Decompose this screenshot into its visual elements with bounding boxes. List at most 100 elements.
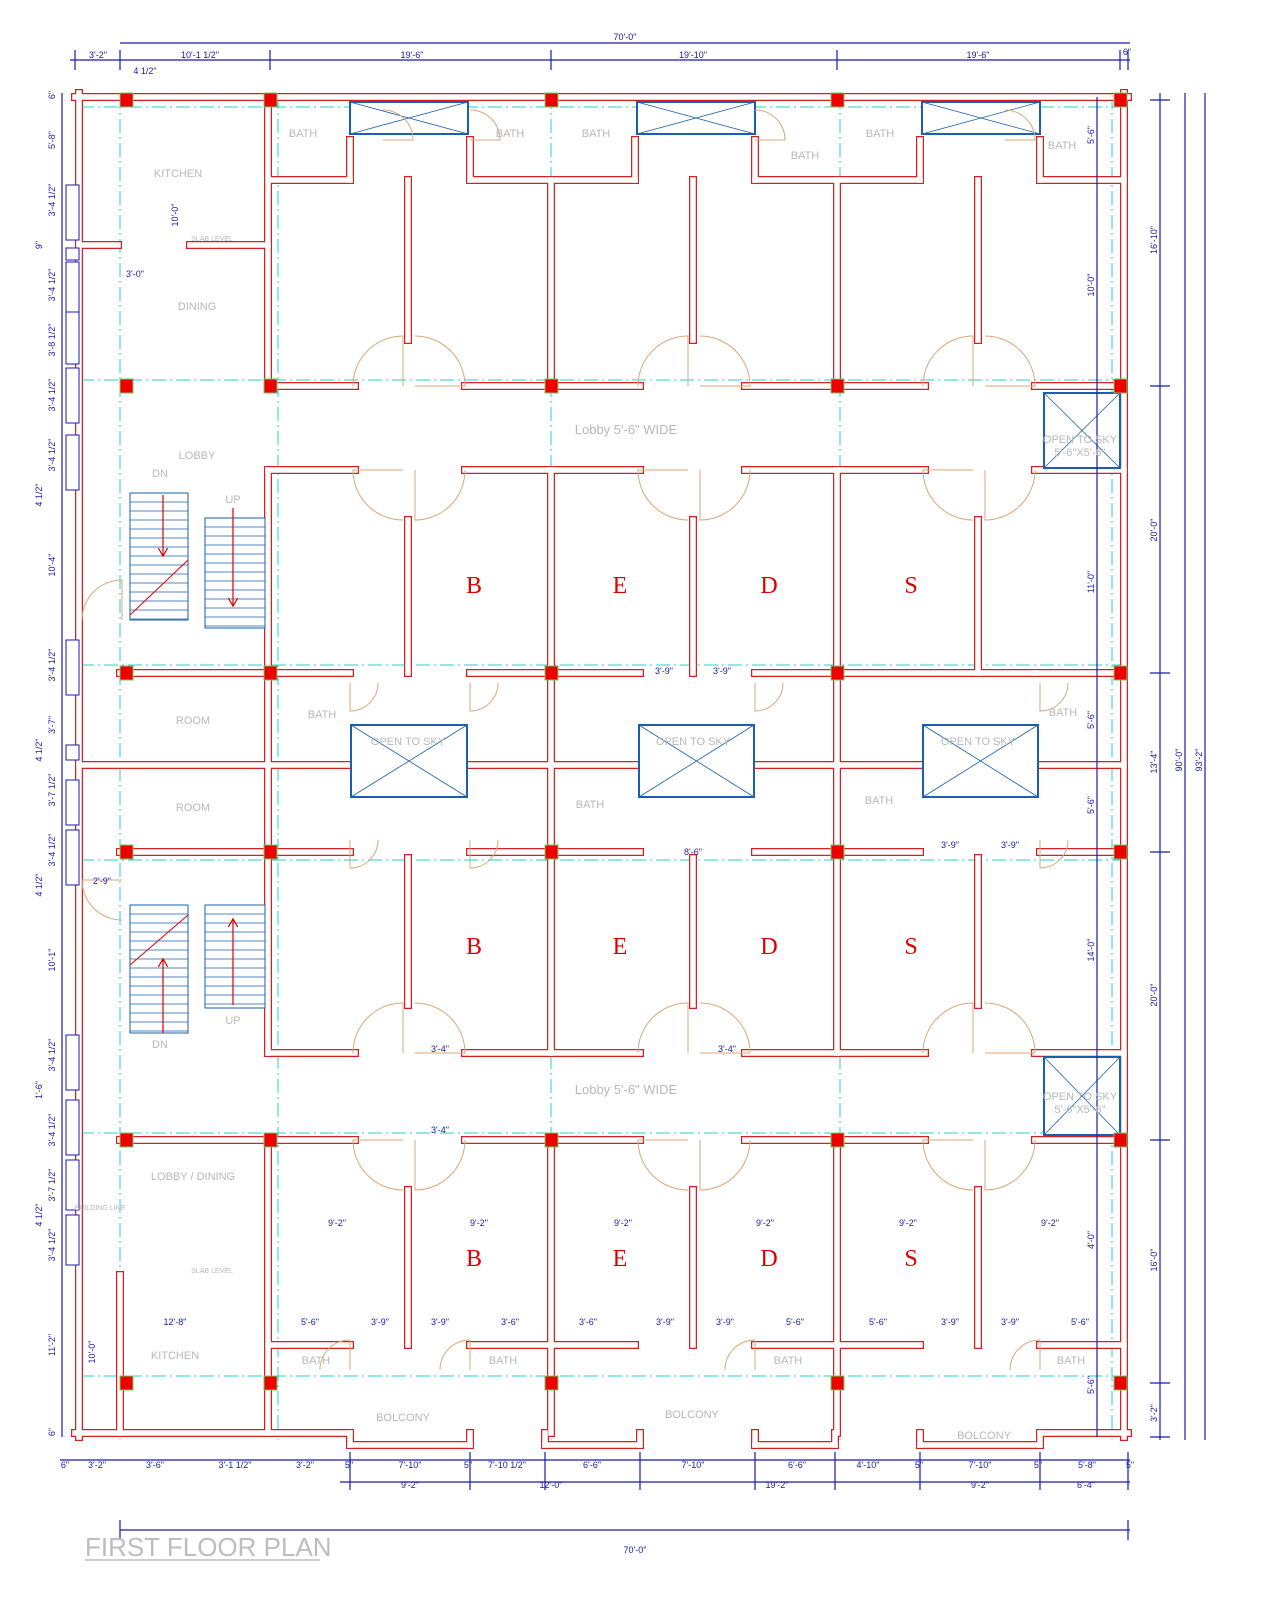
column <box>263 844 278 860</box>
stair-flight <box>204 517 266 629</box>
dimension-right-inner: 5'-6" <box>1086 126 1096 144</box>
door-swing <box>699 335 751 387</box>
door-swing <box>984 1139 1036 1191</box>
dimension-bottom: 6'-4" <box>1077 1480 1095 1490</box>
dimension-bottom: 5" <box>345 1460 353 1470</box>
column <box>263 1375 278 1391</box>
column <box>544 92 559 108</box>
dimension-interior: 8'-6" <box>684 847 702 857</box>
dimension-top: 3'-2" <box>89 50 107 60</box>
column <box>119 378 134 394</box>
column <box>1113 378 1128 394</box>
open-to-sky-shaft-cross <box>638 724 755 798</box>
column <box>119 1375 134 1391</box>
dimension-interior: 3'-4" <box>718 1044 736 1054</box>
dimension-interior: 3'-6" <box>501 1317 519 1327</box>
walls <box>65 89 1132 1449</box>
door-swing <box>637 469 689 521</box>
stair-break <box>129 914 189 966</box>
dimension-interior: 9'-2" <box>1041 1218 1059 1228</box>
door-swing <box>414 469 466 521</box>
door-swing <box>699 1002 751 1054</box>
beds-letter: E <box>613 573 628 599</box>
dimension-bottom: 5" <box>1126 1460 1134 1470</box>
column <box>263 665 278 681</box>
top-shaft-cross <box>921 101 1041 135</box>
door-swing <box>984 469 1036 521</box>
door-swing <box>984 1002 1036 1054</box>
dimension-bottom: 4'-10" <box>857 1460 880 1470</box>
room-label-bath: BATH <box>308 709 337 721</box>
beds-letter: D <box>760 1246 777 1272</box>
window <box>65 1034 80 1091</box>
door-swing <box>637 335 689 387</box>
dimension-right-inner: 5'-6" <box>1086 796 1096 814</box>
dimension-left: 6" <box>47 1428 57 1436</box>
dimension-right-inner: 10'-0" <box>1086 274 1096 297</box>
dimension-left: 6" <box>47 91 57 99</box>
room-label-bath: BATH <box>774 1355 803 1367</box>
column <box>1113 1375 1128 1391</box>
dimension-interior: 3'-9" <box>941 1317 959 1327</box>
room-label-open-to-sky: OPEN TO SKY <box>941 736 1016 748</box>
doors <box>81 109 1069 1371</box>
dimension-bottom: 5'-8" <box>1078 1460 1096 1470</box>
dimension-left: 3'-4 1/2" <box>47 184 57 217</box>
dimension-interior: 5'-6" <box>301 1317 319 1327</box>
column <box>1113 92 1128 108</box>
dimension-bottom: 7'-10" <box>399 1460 422 1470</box>
open-to-sky-shaft-cross <box>922 724 1039 798</box>
dimension-interior: 9'-2" <box>470 1218 488 1228</box>
lobby-width-label: Lobby 5'-6" WIDE <box>575 422 678 437</box>
dimension-left: 3'-7" <box>47 716 57 734</box>
dimension-left: 3'-4 1/2" <box>47 1229 57 1262</box>
dimension-top: 10'-1 1/2" <box>181 50 219 60</box>
dimension-bottom: 12'-0" <box>540 1480 563 1490</box>
door-swing <box>922 1002 974 1054</box>
door-swing <box>469 682 499 712</box>
building-line-label: BUILDING LINE <box>75 1205 126 1212</box>
window <box>65 367 80 424</box>
dimension-interior: 9'-2" <box>756 1218 774 1228</box>
room-label-bath: BATH <box>1049 707 1078 719</box>
door-swing <box>414 1139 466 1191</box>
dimension-overall-top: 70'-0" <box>614 32 637 42</box>
dimension-left: 3'-8 1/2" <box>47 324 57 357</box>
stair-flight <box>204 904 266 1009</box>
dimension-interior: 3'-6" <box>579 1317 597 1327</box>
dimension-left: 3'-7 1/2" <box>47 774 57 807</box>
beds-letter: S <box>904 573 917 599</box>
door-swing <box>699 469 751 521</box>
dimension-interior: 3'-9" <box>941 840 959 850</box>
window <box>65 1099 80 1156</box>
slab-level-label: SLAB LEVEL <box>191 1268 233 1275</box>
dimension-bottom: 5" <box>915 1460 923 1470</box>
door-swing <box>922 469 974 521</box>
door-swing <box>724 1339 756 1371</box>
room-label-open-to-sky: OPEN TO SKY <box>371 736 446 748</box>
column <box>119 92 134 108</box>
dimension-interior: 12'-8" <box>164 1317 187 1327</box>
column <box>263 92 278 108</box>
room-label-kitchen: KITCHEN <box>151 1350 199 1362</box>
window <box>65 1159 80 1211</box>
dimension-bottom: 9'-2" <box>971 1480 989 1490</box>
door-swing <box>349 682 379 712</box>
dimension-bottom: 6" <box>61 1460 69 1470</box>
column <box>263 1132 278 1148</box>
window <box>65 779 80 826</box>
column <box>544 1132 559 1148</box>
dimension-left: 3'-4 1/2" <box>47 439 57 472</box>
dimension-interior: 3'-9" <box>371 1317 389 1327</box>
beds-letter: B <box>466 1246 482 1272</box>
dimension-lines <box>60 42 1206 1540</box>
dimension-left: 10'-4" <box>47 554 57 577</box>
column <box>830 1132 845 1148</box>
room-label-bath: BATH <box>576 799 605 811</box>
lobby-width-label: Lobby 5'-6" WIDE <box>575 1082 678 1097</box>
column <box>119 665 134 681</box>
dimension-interior: 3'-4" <box>431 1125 449 1135</box>
open-to-sky-shaft-cross <box>1043 392 1121 469</box>
dimension-right: 3'-2" <box>1149 1404 1159 1422</box>
door-swing <box>319 1339 351 1371</box>
